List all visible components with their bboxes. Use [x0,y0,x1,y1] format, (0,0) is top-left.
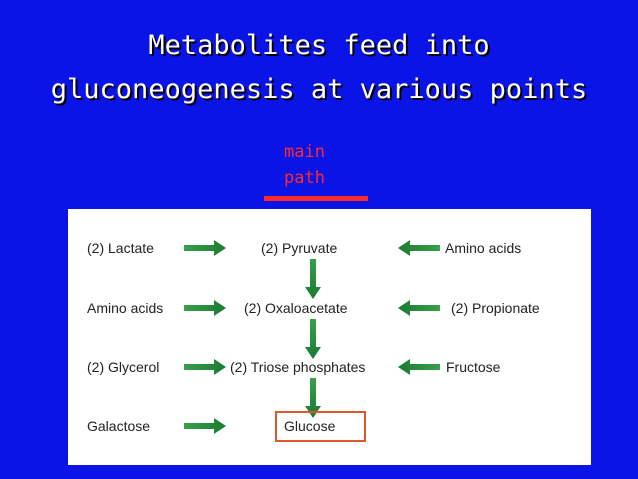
slide-title: Metabolites feed into gluconeogenesis at… [0,24,638,112]
arrow-down-1 [305,259,321,299]
main-path-underline [264,196,368,201]
arrow-layer [184,240,440,442]
main-path-line-2: path [284,168,325,188]
arrow-right-1 [184,240,226,256]
title-line-1: Metabolites feed into [148,30,490,61]
left-label-galactose: Galactose [87,418,151,434]
arrow-right-2 [184,300,226,316]
right-label-amino-acids: Amino acids [445,240,522,256]
glucose-box [275,411,366,442]
arrow-right-4 [184,418,226,434]
arrow-left-1 [398,240,440,256]
arrow-left-3 [398,359,440,375]
center-label-pyruvate: (2) Pyruvate [261,240,338,256]
center-label-glucose: Glucose [284,418,336,434]
center-label-triose-phosphates: (2) Triose phosphates [230,359,366,375]
arrow-left-2 [398,300,440,316]
arrow-down-3 [305,378,321,418]
right-label-fructose: Fructose [446,359,501,375]
arrow-down-2 [305,319,321,359]
center-label-oxaloacetate: (2) Oxaloacetate [244,300,348,316]
main-path-line-1: main [284,142,325,162]
left-label-glycerol: (2) Glycerol [87,359,160,375]
right-label-propionate: (2) Propionate [451,300,540,316]
title-line-2: gluconeogenesis at various points [50,74,588,105]
pathway-diagram: (2) Lactate Amino acids (2) Glycerol Gal… [68,209,591,465]
main-path-label: main path [284,139,325,191]
left-label-amino-acids: Amino acids [87,300,164,316]
left-label-lactate: (2) Lactate [87,240,154,256]
arrow-right-3 [184,359,226,375]
